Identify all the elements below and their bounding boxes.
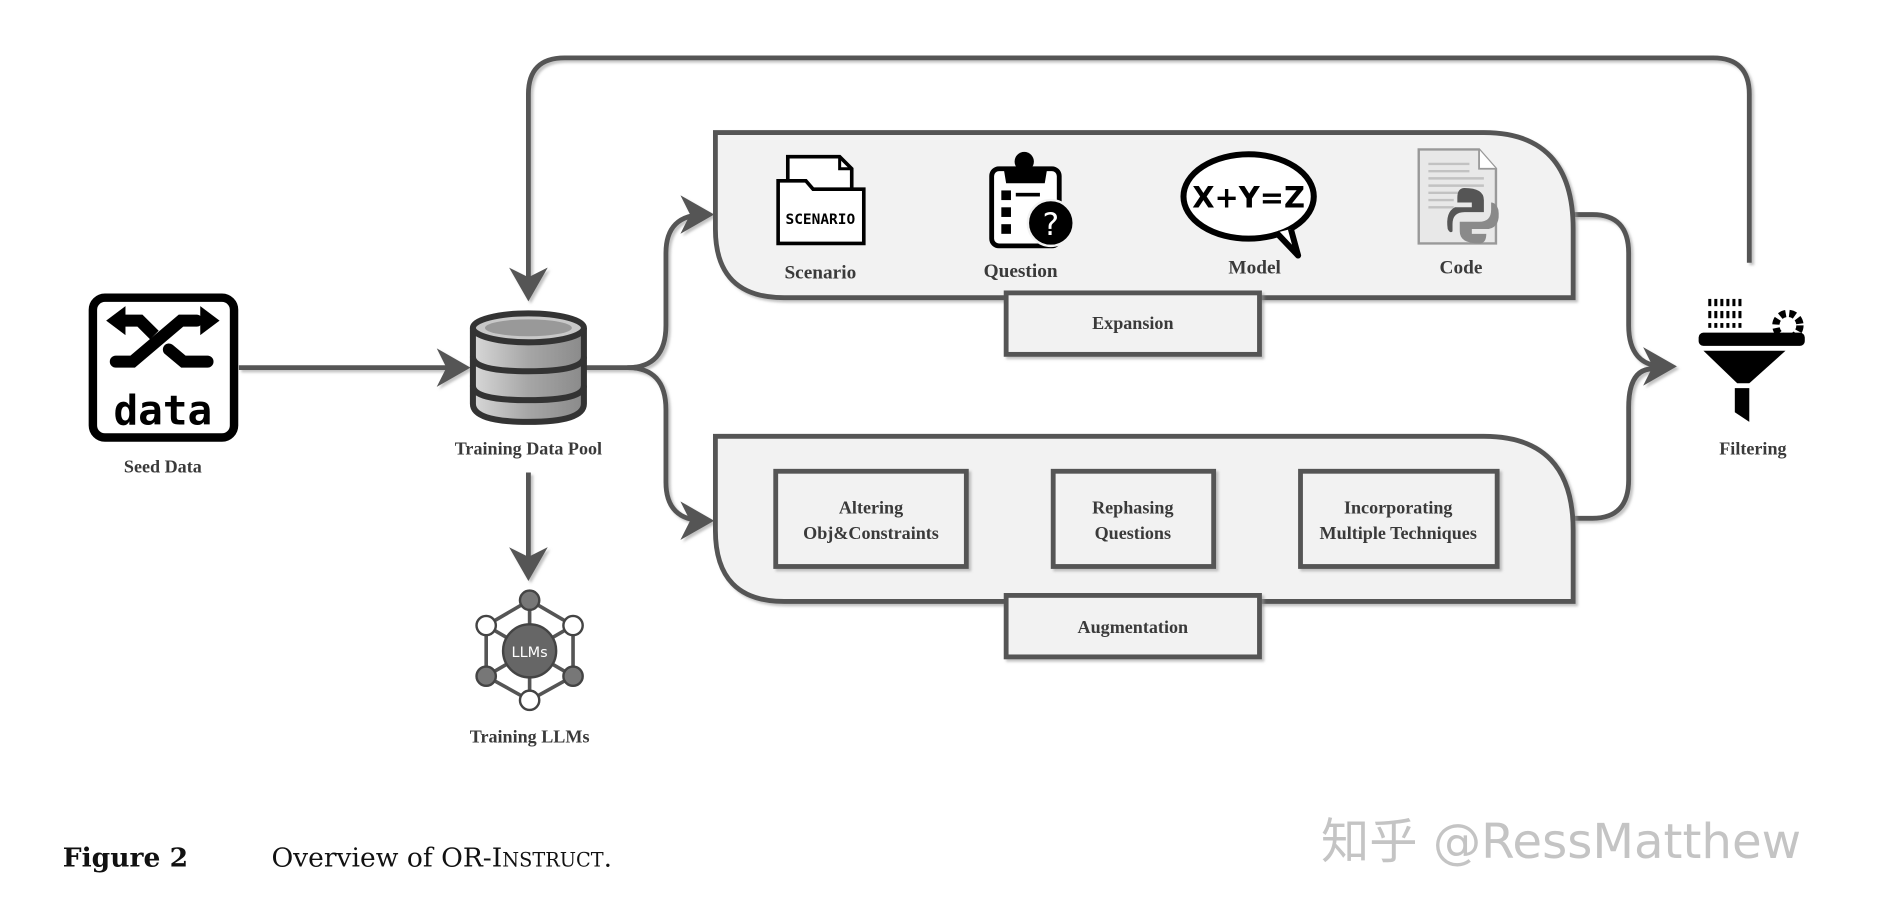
expansion-panel: Expansion SCENARIO Scenario ? Question X bbox=[712, 130, 1576, 357]
expansion-to-filtering-arrow bbox=[1573, 212, 1677, 386]
figure-caption: Figure 2 Overview of OR-INSTRUCT. bbox=[63, 843, 612, 874]
caption-smallcaps: NSTRUCT bbox=[502, 849, 604, 872]
technique-line2: Questions bbox=[1095, 523, 1171, 543]
training-llms-node: LLMs Training LLMs bbox=[470, 589, 590, 746]
technique-line1: Altering bbox=[839, 497, 903, 517]
seed-icon-text: data bbox=[113, 386, 212, 434]
technique-line2: Obj&Constraints bbox=[803, 523, 939, 543]
step-label-scenario: Scenario bbox=[784, 262, 856, 283]
technique-line1: Rephasing bbox=[1092, 497, 1173, 517]
caption-prefix: Overview of OR-I bbox=[271, 843, 502, 874]
augmentation-title-box bbox=[1003, 593, 1262, 660]
scenario-icon-text: SCENARIO bbox=[785, 212, 855, 228]
llms-icon-text: LLMs bbox=[512, 645, 548, 661]
training-llms-label: Training LLMs bbox=[470, 726, 590, 746]
filtering-label: Filtering bbox=[1719, 438, 1786, 458]
technique-line1: Incorporating bbox=[1344, 497, 1453, 517]
scenario-folder-icon: SCENARIO bbox=[776, 154, 866, 246]
training-data-pool-node: Training Data Pool bbox=[455, 310, 602, 458]
seed-data-node: data Seed Data bbox=[88, 293, 239, 476]
technique-box: Altering Obj&Constraints bbox=[773, 468, 969, 569]
network-hub-icon: LLMs bbox=[475, 589, 584, 712]
step-label-question: Question bbox=[984, 261, 1058, 282]
speech-bubble-equation-icon: X+Y=Z bbox=[1180, 151, 1317, 259]
pool-to-augmentation-arrow bbox=[627, 365, 715, 540]
step-label-model: Model bbox=[1228, 258, 1281, 279]
seed-data-label: Seed Data bbox=[124, 456, 202, 476]
caption-suffix: . bbox=[604, 843, 612, 874]
feedback-loop-arrow bbox=[509, 55, 1752, 302]
expansion-title: Expansion bbox=[1092, 313, 1173, 333]
clipboard-question-icon: ? bbox=[989, 151, 1075, 249]
pool-to-expansion-arrow bbox=[583, 195, 715, 371]
training-data-pool-label: Training Data Pool bbox=[455, 438, 602, 458]
question-mark-text: ? bbox=[1042, 207, 1059, 243]
connectors bbox=[238, 55, 1752, 581]
augmentation-panel: Augmentation Altering Obj&Constraints Re… bbox=[712, 433, 1576, 660]
expansion-title-box bbox=[1003, 290, 1262, 357]
augmentation-title: Augmentation bbox=[1078, 617, 1189, 637]
step-label-code: Code bbox=[1440, 258, 1483, 279]
shuffle-data-icon: data bbox=[88, 293, 239, 442]
filtering-node: Filtering bbox=[1698, 298, 1805, 458]
augmentation-to-filtering-arrow bbox=[1573, 366, 1653, 521]
database-icon bbox=[469, 310, 587, 425]
watermark: 知乎 @RessMatthew bbox=[1321, 814, 1801, 870]
model-equation-text: X+Y=Z bbox=[1192, 180, 1305, 214]
technique-line2: Multiple Techniques bbox=[1320, 523, 1477, 543]
figure-caption-text: Overview of OR-INSTRUCT. bbox=[271, 843, 612, 874]
figure-label: Figure 2 bbox=[63, 843, 188, 874]
technique-box: Rephasing Questions bbox=[1050, 468, 1217, 569]
funnel-gear-icon bbox=[1698, 298, 1805, 422]
python-file-icon bbox=[1417, 148, 1499, 245]
technique-box: Incorporating Multiple Techniques bbox=[1298, 468, 1500, 569]
